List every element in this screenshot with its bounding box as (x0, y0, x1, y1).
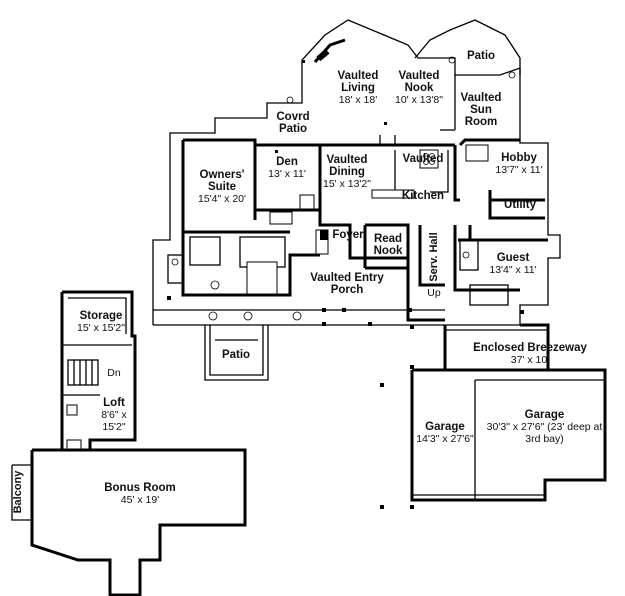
room-name: Den (276, 156, 298, 168)
room-name: Vaulted Nook (398, 70, 440, 94)
room-vaulted-dining: Vaulted Dining 15' x 13'2" (318, 154, 376, 190)
room-name: Vaulted Dining (326, 154, 368, 178)
room-name: Vaulted Kitchen (401, 153, 445, 202)
room-name: Hobby (501, 152, 537, 164)
room-name: Covrd Patio (276, 111, 310, 135)
top-patio-outline (414, 19, 521, 79)
room-foyer: Foyer (326, 229, 370, 241)
room-den: Den 13' x 11' (258, 156, 316, 180)
room-name: Storage (79, 310, 123, 322)
room-enclosed-breezeway: Enclosed Breezeway 37' x 10' (455, 342, 605, 366)
room-name: Patio (221, 349, 251, 361)
room-patio-front: Patio (207, 349, 265, 361)
room-name: Garage (425, 421, 465, 433)
room-name: Bonus Room (104, 482, 176, 494)
room-name: Guest (496, 252, 530, 264)
room-name: Utility (504, 199, 536, 211)
room-dims: 45' x 19' (120, 494, 160, 506)
room-name: Foyer (332, 229, 364, 241)
room-dims: 15'4" x 20' (197, 193, 247, 205)
stair-down-text: Dn (107, 367, 121, 379)
room-vaulted-kitchen: Vaulted Kitchen (396, 141, 450, 215)
room-name: Vaulted Living (337, 70, 379, 94)
room-dims: 15' x 13'2" (322, 178, 372, 190)
stair-down-label: Dn (100, 367, 128, 379)
room-utility: Utility (497, 199, 543, 211)
stair-up-text: Up (427, 287, 441, 299)
room-covrd-patio: Covrd Patio (272, 111, 314, 135)
room-vaulted-nook: Vaulted Nook 10' x 13'8" (389, 70, 449, 106)
main-house-walls (152, 19, 561, 326)
room-name: Vaulted Entry Porch (310, 272, 384, 296)
room-dims: 30'3" x 27'6" (23' deep at 3rd bay) (486, 421, 603, 445)
front-patio-outline (204, 325, 269, 381)
room-storage: Storage 15' x 15'2" (66, 310, 136, 334)
room-name: Owners' Suite (199, 169, 245, 193)
room-name: Patio (466, 50, 496, 62)
room-dims: 8'6" x 15'2" (101, 409, 127, 433)
serv-hall-label: Serv. Hall (428, 232, 440, 282)
room-vaulted-living: Vaulted Living 18' x 18' (333, 70, 383, 106)
room-dims: 18' x 18' (338, 94, 378, 106)
room-owners-suite: Owners' Suite 15'4" x 20' (188, 169, 256, 205)
room-vaulted-sun-room: Vaulted Sun Room (455, 92, 507, 128)
room-read-nook: Read Nook (368, 233, 408, 257)
room-name: Enclosed Breezeway (473, 342, 587, 354)
room-dims: 13'7" x 11' (495, 164, 543, 176)
room-name: Loft (103, 397, 125, 409)
room-name: Read Nook (373, 233, 403, 257)
room-vaulted-entry-porch: Vaulted Entry Porch (302, 272, 392, 296)
room-hobby: Hobby 13'7" x 11' (492, 152, 546, 176)
room-name: Garage (524, 409, 565, 421)
room-patio-top: Patio (458, 50, 504, 62)
balcony-label: Balcony (12, 470, 24, 514)
garage-walls (380, 310, 607, 509)
stair-up-label: Up (420, 287, 448, 299)
upper-floor-walls (11, 290, 247, 596)
room-garage-right: Garage 30'3" x 27'6" (23' deep at 3rd ba… (482, 409, 607, 445)
room-dims: 14'3" x 27'6" (416, 433, 474, 445)
room-bonus-room: Bonus Room 45' x 19' (90, 482, 190, 506)
room-dims: 15' x 15'2" (76, 322, 126, 334)
room-dims: 13'4" x 11' (489, 264, 537, 276)
room-loft: Loft 8'6" x 15'2" (92, 397, 136, 433)
room-garage-left: Garage 14'3" x 27'6" (410, 421, 480, 445)
room-name: Vaulted Sun Room (460, 92, 502, 128)
room-dims: 13' x 11' (268, 168, 306, 180)
room-dims: 37' x 10' (510, 354, 550, 366)
room-dims: 10' x 13'8" (394, 94, 444, 106)
room-guest: Guest 13'4" x 11' (480, 252, 546, 276)
